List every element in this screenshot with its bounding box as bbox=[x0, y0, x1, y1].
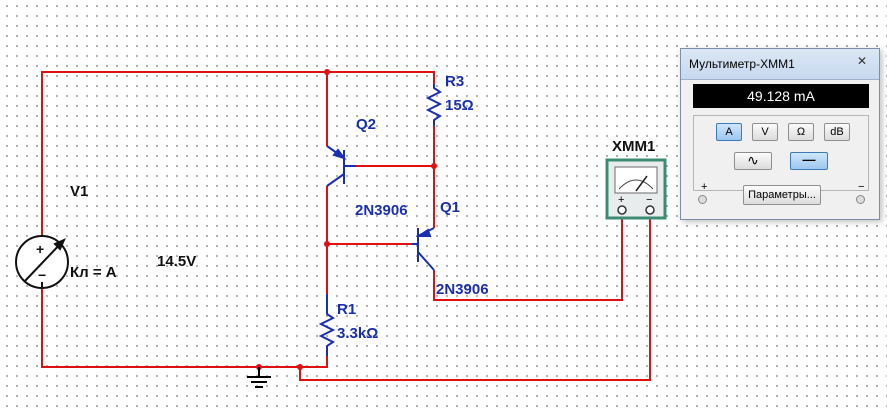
dc-signal-button[interactable]: — bbox=[790, 152, 828, 170]
q1-name: Q1 bbox=[440, 199, 460, 216]
minus-terminal-label: − bbox=[858, 181, 865, 193]
v1-key: Кл = A bbox=[70, 264, 117, 281]
ac-signal-button[interactable]: ∿ bbox=[734, 152, 772, 170]
wire-bottom-left bbox=[41, 282, 328, 368]
minus-terminal-icon[interactable] bbox=[856, 195, 865, 204]
junctions bbox=[256, 69, 437, 370]
q2-name: Q2 bbox=[356, 116, 376, 133]
voltage-source-v1[interactable] bbox=[15, 235, 69, 289]
svg-text:+: + bbox=[36, 241, 44, 257]
v1-voltage: 14.5V bbox=[157, 253, 196, 270]
mode-db-button[interactable]: dB bbox=[824, 123, 850, 141]
r3-name: R3 bbox=[445, 73, 464, 90]
r1-name: R1 bbox=[337, 301, 356, 318]
multimeter-controls: A V Ω dB ∿ — bbox=[693, 115, 869, 191]
multimeter-titlebar[interactable]: Мультиметр-XMM1 ✕ bbox=[681, 49, 879, 80]
wires bbox=[41, 71, 651, 381]
mode-ampere-button[interactable]: A bbox=[716, 123, 742, 141]
multimeter-window[interactable]: Мультиметр-XMM1 ✕ 49.128 mA A V Ω dB ∿ —… bbox=[680, 48, 880, 220]
q1-model: 2N3906 bbox=[436, 281, 489, 298]
settings-button[interactable]: Параметры... bbox=[743, 185, 821, 205]
mode-volt-button[interactable]: V bbox=[752, 123, 778, 141]
svg-text:−: − bbox=[38, 267, 46, 283]
wire-to-meter-minus bbox=[299, 214, 651, 381]
resistor-r1[interactable] bbox=[318, 294, 336, 356]
plus-terminal-icon[interactable] bbox=[698, 195, 707, 204]
multimeter-reading: 49.128 mA bbox=[693, 84, 869, 108]
transistor-q2[interactable] bbox=[326, 145, 356, 187]
close-icon[interactable]: ✕ bbox=[856, 54, 868, 68]
ground-icon bbox=[247, 367, 271, 388]
r1-value: 3.3kΩ bbox=[337, 325, 378, 342]
plus-terminal-label: + bbox=[701, 181, 708, 193]
v1-name: V1 bbox=[70, 183, 88, 200]
mode-ohm-button[interactable]: Ω bbox=[788, 123, 814, 141]
xmm1-plus-label: + bbox=[618, 194, 624, 206]
wire-to-meter-plus bbox=[433, 214, 623, 301]
r3-value: 15Ω bbox=[445, 97, 474, 114]
multimeter-title: Мультиметр-XMM1 bbox=[689, 57, 795, 71]
wire-top bbox=[41, 71, 435, 242]
xmm1-name: XMM1 bbox=[612, 138, 655, 155]
resistor-r3[interactable] bbox=[425, 84, 443, 126]
transistor-q1[interactable] bbox=[412, 227, 435, 271]
multimeter-symbol-xmm1[interactable] bbox=[605, 158, 667, 220]
xmm1-minus-label: − bbox=[646, 194, 652, 206]
q2-model: 2N3906 bbox=[355, 202, 408, 219]
